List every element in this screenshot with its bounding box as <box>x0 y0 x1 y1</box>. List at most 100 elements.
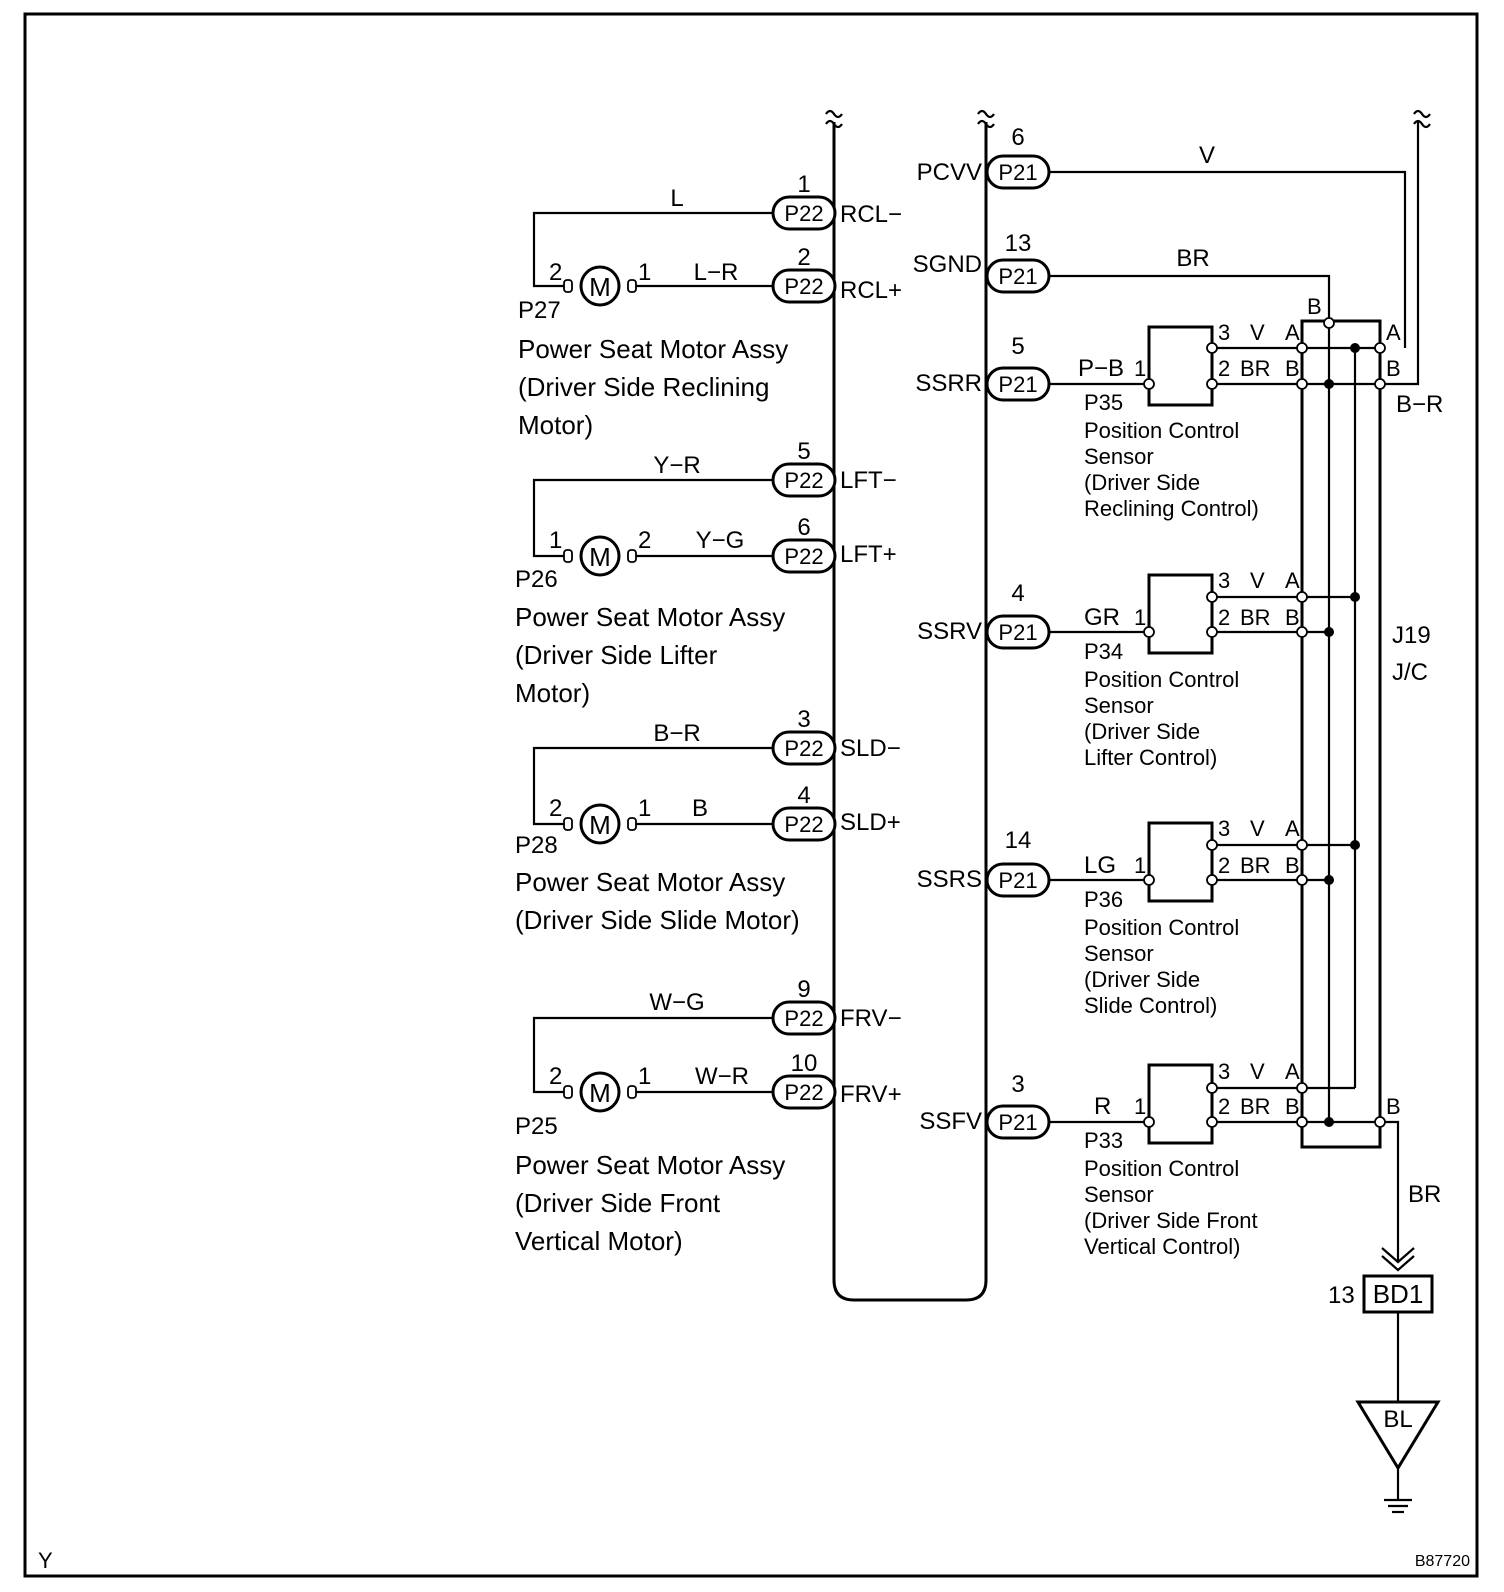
svg-text:V: V <box>1250 1059 1265 1084</box>
svg-text:2: 2 <box>1218 1094 1230 1119</box>
pin-name: FRV+ <box>840 1081 902 1108</box>
diagram-code: B87720 <box>1415 1553 1470 1570</box>
break-mark-right <box>977 109 995 129</box>
sensor-p36-group: LG 1 3 V A 2 BR B P36 Position Control S… <box>1048 816 1360 1018</box>
pin-number: 6 <box>1011 124 1024 151</box>
svg-text:BR: BR <box>1240 605 1271 630</box>
svg-text:Position Control: Position Control <box>1084 418 1239 443</box>
connector-p21-pcvv: P21 6 PCVV <box>917 124 1051 190</box>
break-mark-left <box>825 109 843 129</box>
terminal <box>627 1085 637 1099</box>
jc-pin-label: B <box>1307 294 1322 319</box>
ground-point-label: BL <box>1383 1406 1412 1433</box>
pin-name: RCL+ <box>840 277 902 304</box>
motor-symbol <box>579 535 621 577</box>
pin-name: PCVV <box>917 159 982 186</box>
svg-text:B: B <box>1285 356 1300 381</box>
svg-text:3: 3 <box>1218 568 1230 593</box>
svg-text:A: A <box>1285 1059 1300 1084</box>
outlet-wire-label: B−R <box>1396 391 1443 418</box>
wire-color-label: B <box>692 795 708 822</box>
svg-text:2: 2 <box>1218 605 1230 630</box>
svg-text:Vertical Control): Vertical Control) <box>1084 1234 1241 1259</box>
svg-text:B: B <box>1285 853 1300 878</box>
pin-number: 9 <box>797 976 810 1003</box>
svg-text:P22: P22 <box>784 736 823 761</box>
jc-terminal <box>1374 378 1386 390</box>
terminal <box>627 279 637 293</box>
svg-text:1: 1 <box>1134 605 1146 630</box>
svg-text:P22: P22 <box>784 1006 823 1031</box>
connector-p22-lft-plus: P22 6 LFT+ <box>771 514 897 574</box>
svg-text:V: V <box>1250 816 1265 841</box>
motor-m-label: M <box>589 272 611 302</box>
ground-path: BR BD1 13 BL <box>1328 1120 1441 1514</box>
wire-color-label: P−B <box>1078 355 1124 382</box>
svg-text:Sensor: Sensor <box>1084 941 1154 966</box>
svg-text:P21: P21 <box>998 1110 1037 1135</box>
motor-pin-b: 2 <box>638 527 651 554</box>
svg-text:A: A <box>1285 816 1300 841</box>
terminal <box>563 549 573 563</box>
diagram-frame <box>23 12 1479 1578</box>
pin-number: 1 <box>797 171 810 198</box>
terminal <box>627 817 637 831</box>
svg-text:1: 1 <box>1134 853 1146 878</box>
motor-m-label: M <box>589 810 611 840</box>
svg-text:(Driver Side: (Driver Side <box>1084 719 1200 744</box>
sensor-p35-group: P−B 1 3 V A 2 BR B P35 Position Control … <box>1048 320 1308 521</box>
motor-pin-a: 2 <box>549 1063 562 1090</box>
wire-color-label: GR <box>1084 604 1120 631</box>
terminal <box>563 279 573 293</box>
sensor-id: P33 <box>1084 1128 1123 1153</box>
pin-name: SSRS <box>917 866 982 893</box>
wire-v-pcvv <box>1048 170 1407 348</box>
svg-text:(Driver Side: (Driver Side <box>1084 967 1200 992</box>
motor-p27-group: M 2 1 L L−R P27 Power Seat Motor Assy (D… <box>518 185 788 440</box>
terminal <box>563 817 573 831</box>
svg-text:P21: P21 <box>998 868 1037 893</box>
motor-desc: Vertical Motor) <box>515 1226 683 1256</box>
wire-color-label: L <box>670 185 683 212</box>
wire-color-label: R <box>1094 1093 1111 1120</box>
svg-text:P21: P21 <box>998 264 1037 289</box>
jc-terminal <box>1323 317 1335 329</box>
motor-pin-a: 2 <box>549 795 562 822</box>
svg-text:A: A <box>1285 568 1300 593</box>
motor-pin-b: 1 <box>638 1063 651 1090</box>
wire-l <box>532 211 773 288</box>
pin-name: SLD+ <box>840 809 901 836</box>
svg-text:P22: P22 <box>784 274 823 299</box>
ground-wire-label: BR <box>1408 1181 1441 1208</box>
svg-text:P22: P22 <box>784 468 823 493</box>
svg-text:2: 2 <box>1218 356 1230 381</box>
motor-symbol <box>579 265 621 307</box>
connector-p21-ssrr: P21 5 SSRR <box>915 333 1051 402</box>
svg-text:V: V <box>1250 320 1265 345</box>
pin-name: SSFV <box>919 1108 982 1135</box>
pin-number: 4 <box>1011 580 1024 607</box>
wire-color-label: LG <box>1084 852 1116 879</box>
svg-text:P21: P21 <box>998 160 1037 185</box>
svg-text:P21: P21 <box>998 372 1037 397</box>
motor-desc: Power Seat Motor Assy <box>518 334 788 364</box>
pin-name: RCL− <box>840 201 902 228</box>
jc-splice <box>1324 379 1334 389</box>
pin-name: SGND <box>913 251 982 278</box>
svg-text:(Driver Side Front: (Driver Side Front <box>1084 1208 1258 1233</box>
motor-id: P26 <box>515 566 558 593</box>
ecu-body <box>832 122 988 1302</box>
terminal <box>627 549 637 563</box>
pin-number: 14 <box>1005 827 1032 854</box>
connector-p21-sgnd: P21 13 SGND <box>913 230 1051 294</box>
svg-text:2: 2 <box>1218 853 1230 878</box>
motor-desc: (Driver Side Reclining <box>518 372 769 402</box>
svg-text:Slide Control): Slide Control) <box>1084 993 1217 1018</box>
motor-desc: (Driver Side Front <box>515 1188 721 1218</box>
wire-color-label: W−R <box>695 1063 749 1090</box>
svg-text:B: B <box>1285 1094 1300 1119</box>
pin-name: SSRV <box>917 618 982 645</box>
pin-number: 10 <box>791 1050 818 1077</box>
svg-text:BR: BR <box>1240 356 1271 381</box>
svg-text:Position Control: Position Control <box>1084 667 1239 692</box>
